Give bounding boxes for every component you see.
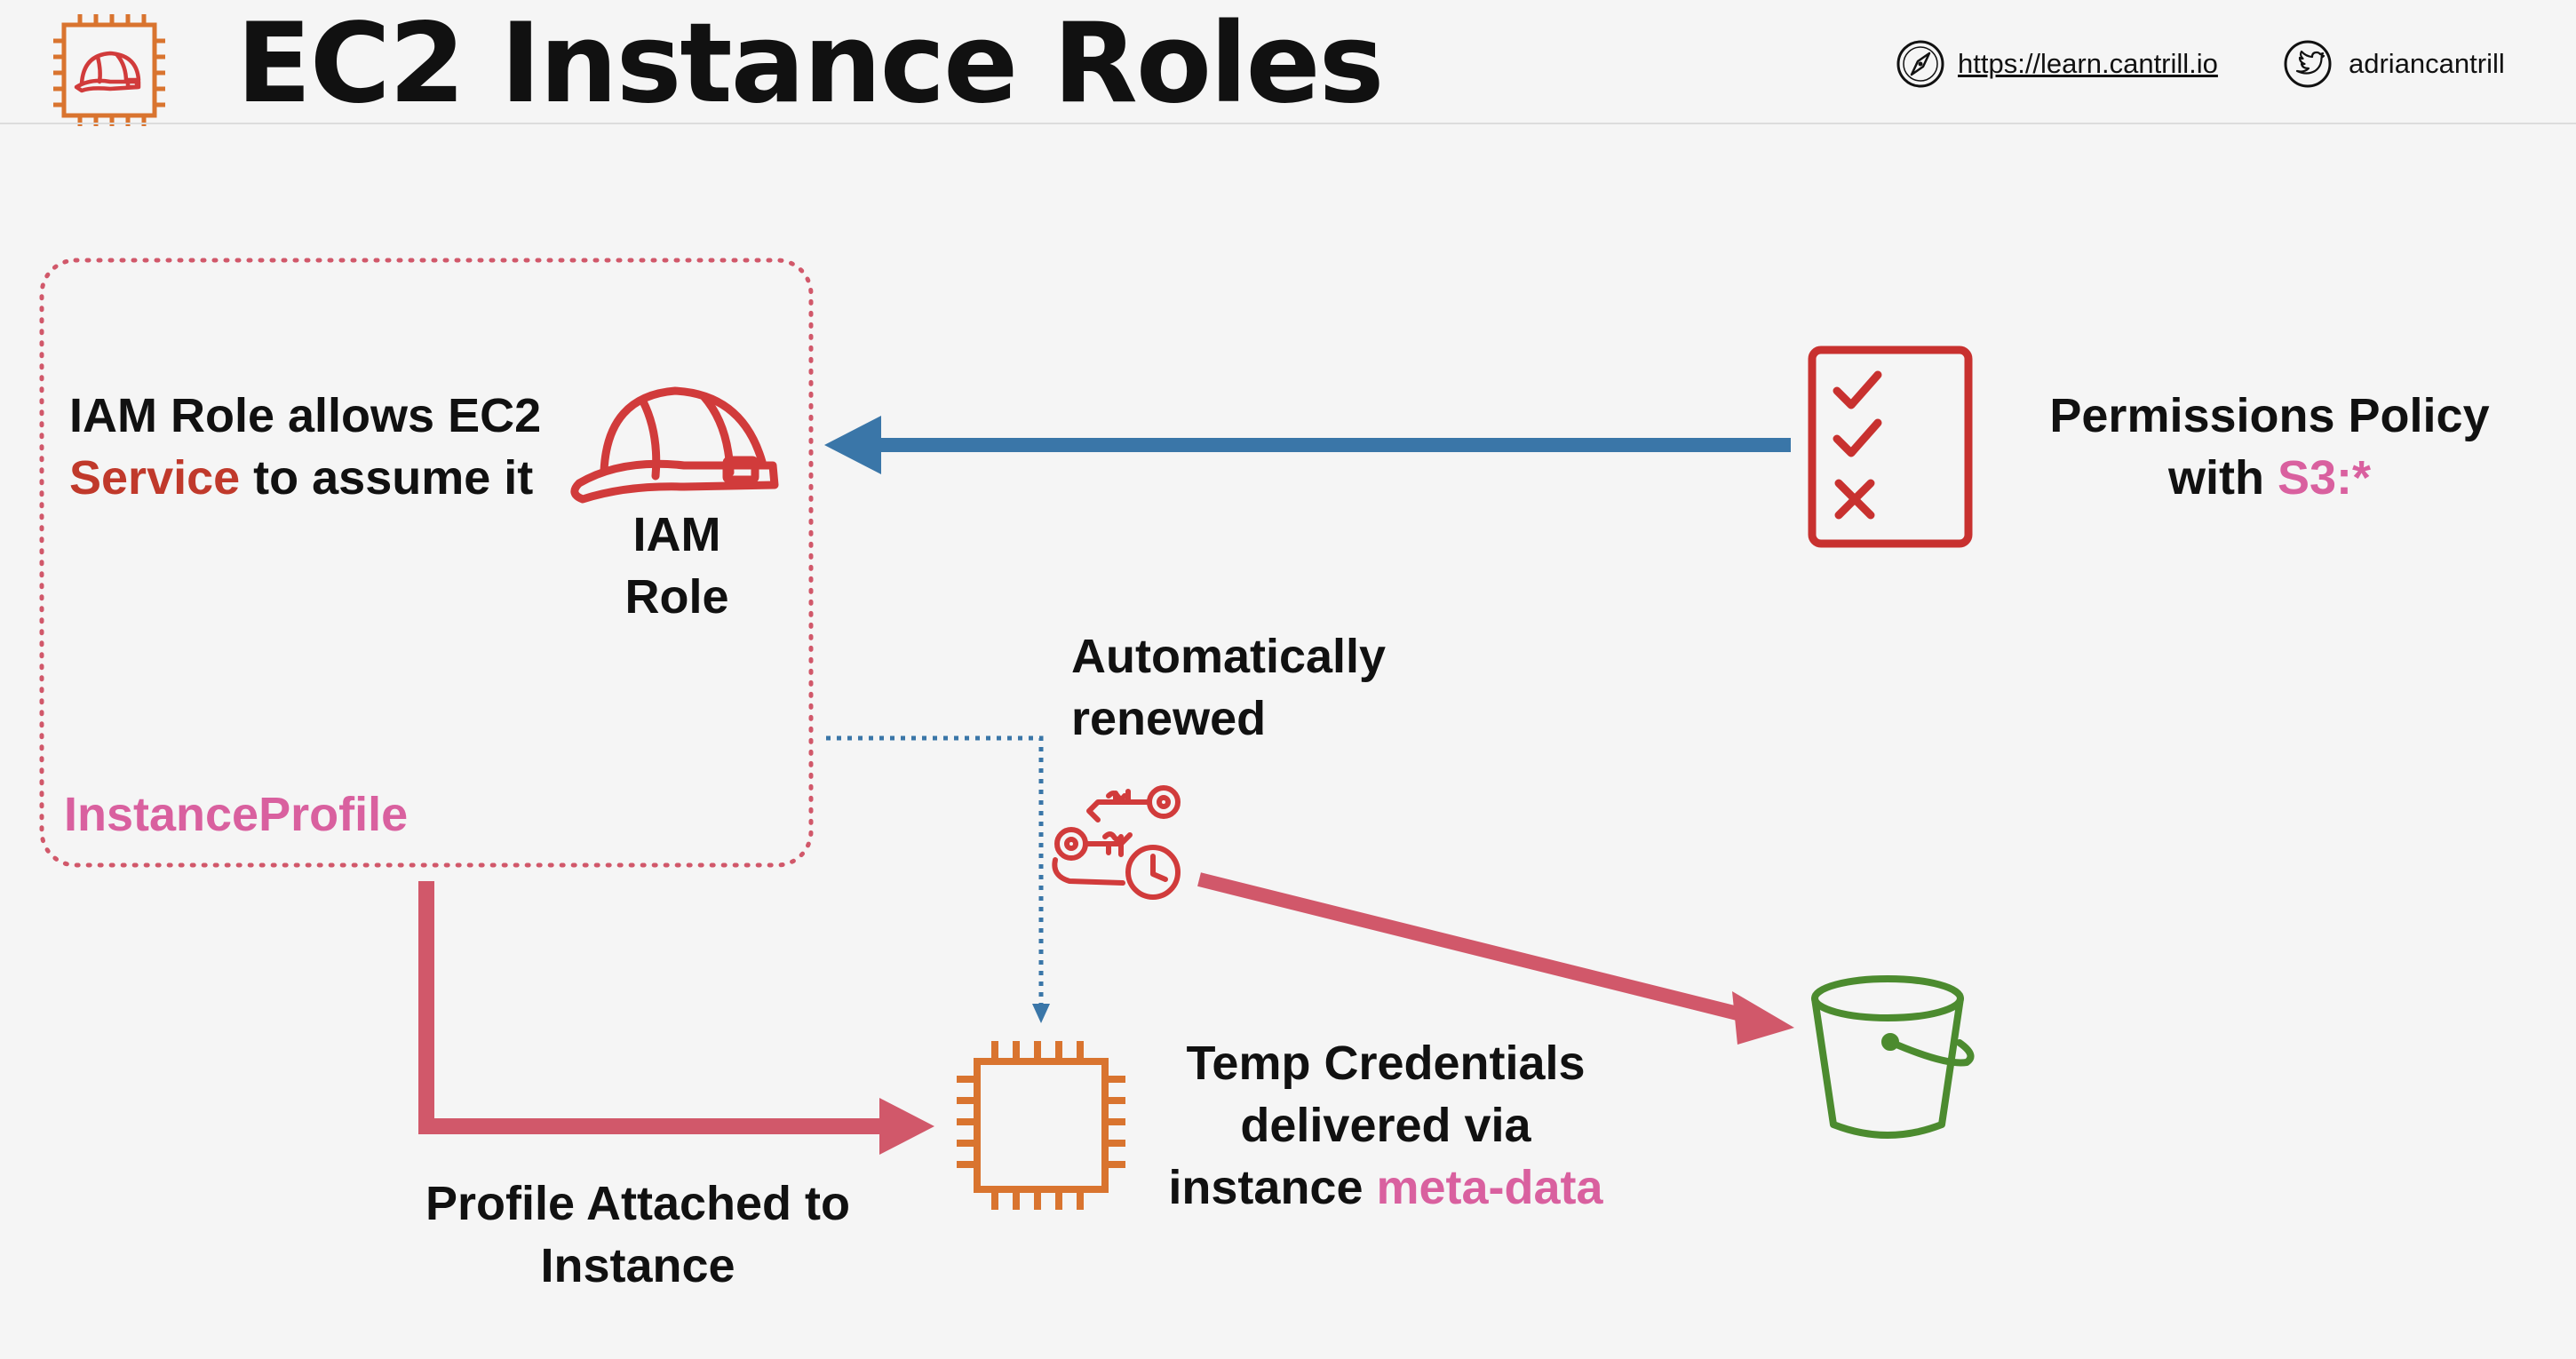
instance-profile-label: InstanceProfile	[64, 788, 409, 841]
policy-arrow-head	[824, 416, 881, 474]
website-link[interactable]: https://learn.cantrill.io	[1896, 37, 2218, 91]
iam-role-label-line2: Role	[624, 570, 729, 624]
page-title: EC2 Instance Roles	[236, 0, 1384, 128]
compass-icon	[1896, 40, 1944, 88]
temp-credentials-line1: Temp Credentials	[1186, 1037, 1586, 1090]
role-description-line1: IAM Role allows EC2	[69, 389, 542, 442]
checklist-icon	[1808, 346, 1973, 548]
s3-permission-value: S3:*	[2277, 451, 2372, 505]
temp-credentials-line2: delivered via	[1240, 1099, 1531, 1152]
ec2-instance-icon	[957, 1041, 1125, 1210]
permissions-policy-line2: with S3:*	[2021, 447, 2518, 509]
hard-hat-icon	[570, 386, 779, 504]
ec2-chip-hat-icon	[53, 14, 165, 126]
renewal-dotted-path	[826, 735, 1044, 1004]
auto-renewed-label: Automatically renewed	[1071, 625, 1386, 750]
auto-renewed-line2: renewed	[1071, 692, 1267, 745]
instance-profile-box	[39, 258, 814, 868]
header-divider	[0, 123, 2576, 124]
creds-arrow-head	[1732, 991, 1794, 1045]
meta-data-highlight: meta-data	[1376, 1161, 1603, 1214]
profile-attached-line1: Profile Attached to	[425, 1177, 851, 1230]
auto-renewed-line1: Automatically	[1071, 630, 1387, 683]
permissions-policy-line1: Permissions Policy	[2049, 389, 2490, 442]
iam-role-label-line1: IAM	[632, 508, 721, 561]
attach-arrow-head	[879, 1098, 934, 1155]
attach-arrow-line	[418, 881, 888, 1134]
twitter-handle[interactable]: adriancantrill	[2283, 37, 2505, 91]
temp-credentials-instance: instance	[1168, 1161, 1377, 1214]
role-description-rest: to assume it	[240, 451, 534, 505]
header-logo	[52, 12, 167, 128]
role-description: IAM Role allows EC2 Service to assume it	[69, 385, 541, 509]
temp-credentials-line3: instance meta-data	[1137, 1156, 1634, 1219]
profile-attached-line2: Instance	[540, 1239, 735, 1292]
profile-attached-label: Profile Attached to Instance	[389, 1172, 886, 1297]
temp-credentials-label: Temp Credentials delivered via instance …	[1137, 1032, 1634, 1219]
role-description-line2: Service to assume it	[69, 447, 541, 509]
iam-role-label: IAM Role	[588, 504, 766, 628]
permissions-policy-label: Permissions Policy with S3:*	[2021, 385, 2518, 509]
twitter-handle-text: adriancantrill	[2349, 48, 2505, 79]
twitter-icon	[2284, 40, 2332, 88]
service-highlight: Service	[69, 451, 241, 505]
keys-clock-icon	[1052, 785, 1181, 900]
creds-arrow-line	[1197, 872, 1750, 1023]
website-link-text[interactable]: https://learn.cantrill.io	[1958, 48, 2218, 79]
renewal-dotted-arrowhead	[1032, 1004, 1050, 1023]
permissions-with: with	[2167, 451, 2278, 505]
s3-bucket-icon	[1811, 975, 1975, 1139]
